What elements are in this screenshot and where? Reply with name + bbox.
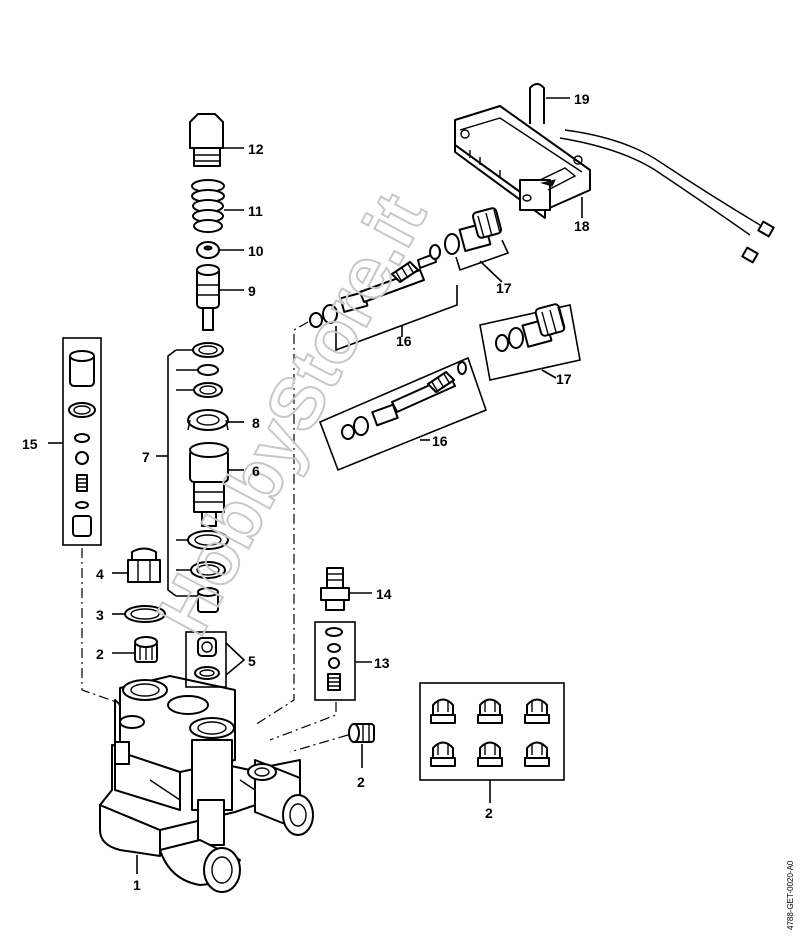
callout-9: 9 [248, 283, 256, 299]
nozzle-2 [477, 698, 503, 724]
leaders-7-items [176, 349, 198, 597]
callout-2-box: 2 [485, 805, 493, 821]
pressure-switch-part-18[interactable] [454, 105, 775, 264]
plug-part-4[interactable] [127, 547, 161, 583]
callout-11: 11 [248, 203, 263, 219]
clip-part-19[interactable] [529, 83, 545, 124]
callout-labels: 12 11 10 9 8 6 7 15 4 3 2 5 14 13 2 2 1 … [22, 91, 590, 893]
callout-16-lower: 16 [432, 433, 448, 449]
callout-7: 7 [142, 449, 150, 465]
spring-part-11[interactable] [191, 179, 225, 233]
piston-part-9[interactable] [196, 264, 220, 331]
assembly-dashed-lines [81, 321, 349, 753]
leader-5 [225, 642, 246, 676]
callout-4: 4 [96, 566, 104, 582]
callout-2-right: 2 [357, 774, 365, 790]
callout-17-lower: 17 [556, 371, 572, 387]
valve-body-part-17-lower[interactable] [479, 303, 581, 381]
nozzle-4 [430, 741, 456, 767]
callout-13: 13 [374, 655, 390, 671]
callout-17-upper: 17 [496, 280, 512, 296]
valve-part-2-right[interactable] [348, 723, 375, 743]
valve-body-part-17-upper[interactable] [429, 207, 510, 272]
callout-1: 1 [133, 877, 141, 893]
document-id: 4788-GET-0020-A0 [786, 860, 795, 930]
nozzle-set-part-2-box[interactable] [419, 682, 565, 781]
nozzle-5 [477, 741, 503, 767]
callout-19: 19 [574, 91, 590, 107]
nozzle-3 [524, 698, 550, 724]
valve-part-2-left[interactable] [134, 636, 158, 663]
callout-6: 6 [252, 463, 260, 479]
part-5-kit-box[interactable] [185, 631, 227, 688]
kit-bracket-part-7 [167, 349, 177, 597]
nozzle-1 [430, 698, 456, 724]
leader-17-upper [479, 260, 503, 283]
valve-stem-part-16-lower[interactable] [318, 356, 488, 472]
callout-10: 10 [248, 243, 264, 259]
part-13-kit-box[interactable] [314, 621, 356, 701]
callout-14: 14 [376, 586, 392, 602]
nut-part-8[interactable] [187, 409, 229, 431]
callout-8: 8 [252, 415, 260, 431]
cylinder-part-6[interactable] [189, 442, 229, 527]
callout-18: 18 [574, 218, 590, 234]
part-7-rings[interactable] [187, 342, 229, 613]
valve-stem-part-16-upper[interactable] [309, 245, 458, 352]
seat-part-10[interactable] [196, 241, 220, 259]
nut-part-12[interactable] [189, 113, 224, 167]
part-15-kit-box[interactable] [62, 337, 102, 546]
callout-16-upper: 16 [396, 333, 412, 349]
callout-3: 3 [96, 607, 104, 623]
callout-2-left: 2 [96, 646, 104, 662]
fitting-part-14[interactable] [320, 567, 350, 611]
callout-15: 15 [22, 436, 38, 452]
callout-12: 12 [248, 141, 264, 157]
leader-17-lower [541, 369, 557, 379]
pump-housing-part-1[interactable] [99, 675, 314, 893]
nozzle-6 [524, 741, 550, 767]
callout-5: 5 [248, 653, 256, 669]
